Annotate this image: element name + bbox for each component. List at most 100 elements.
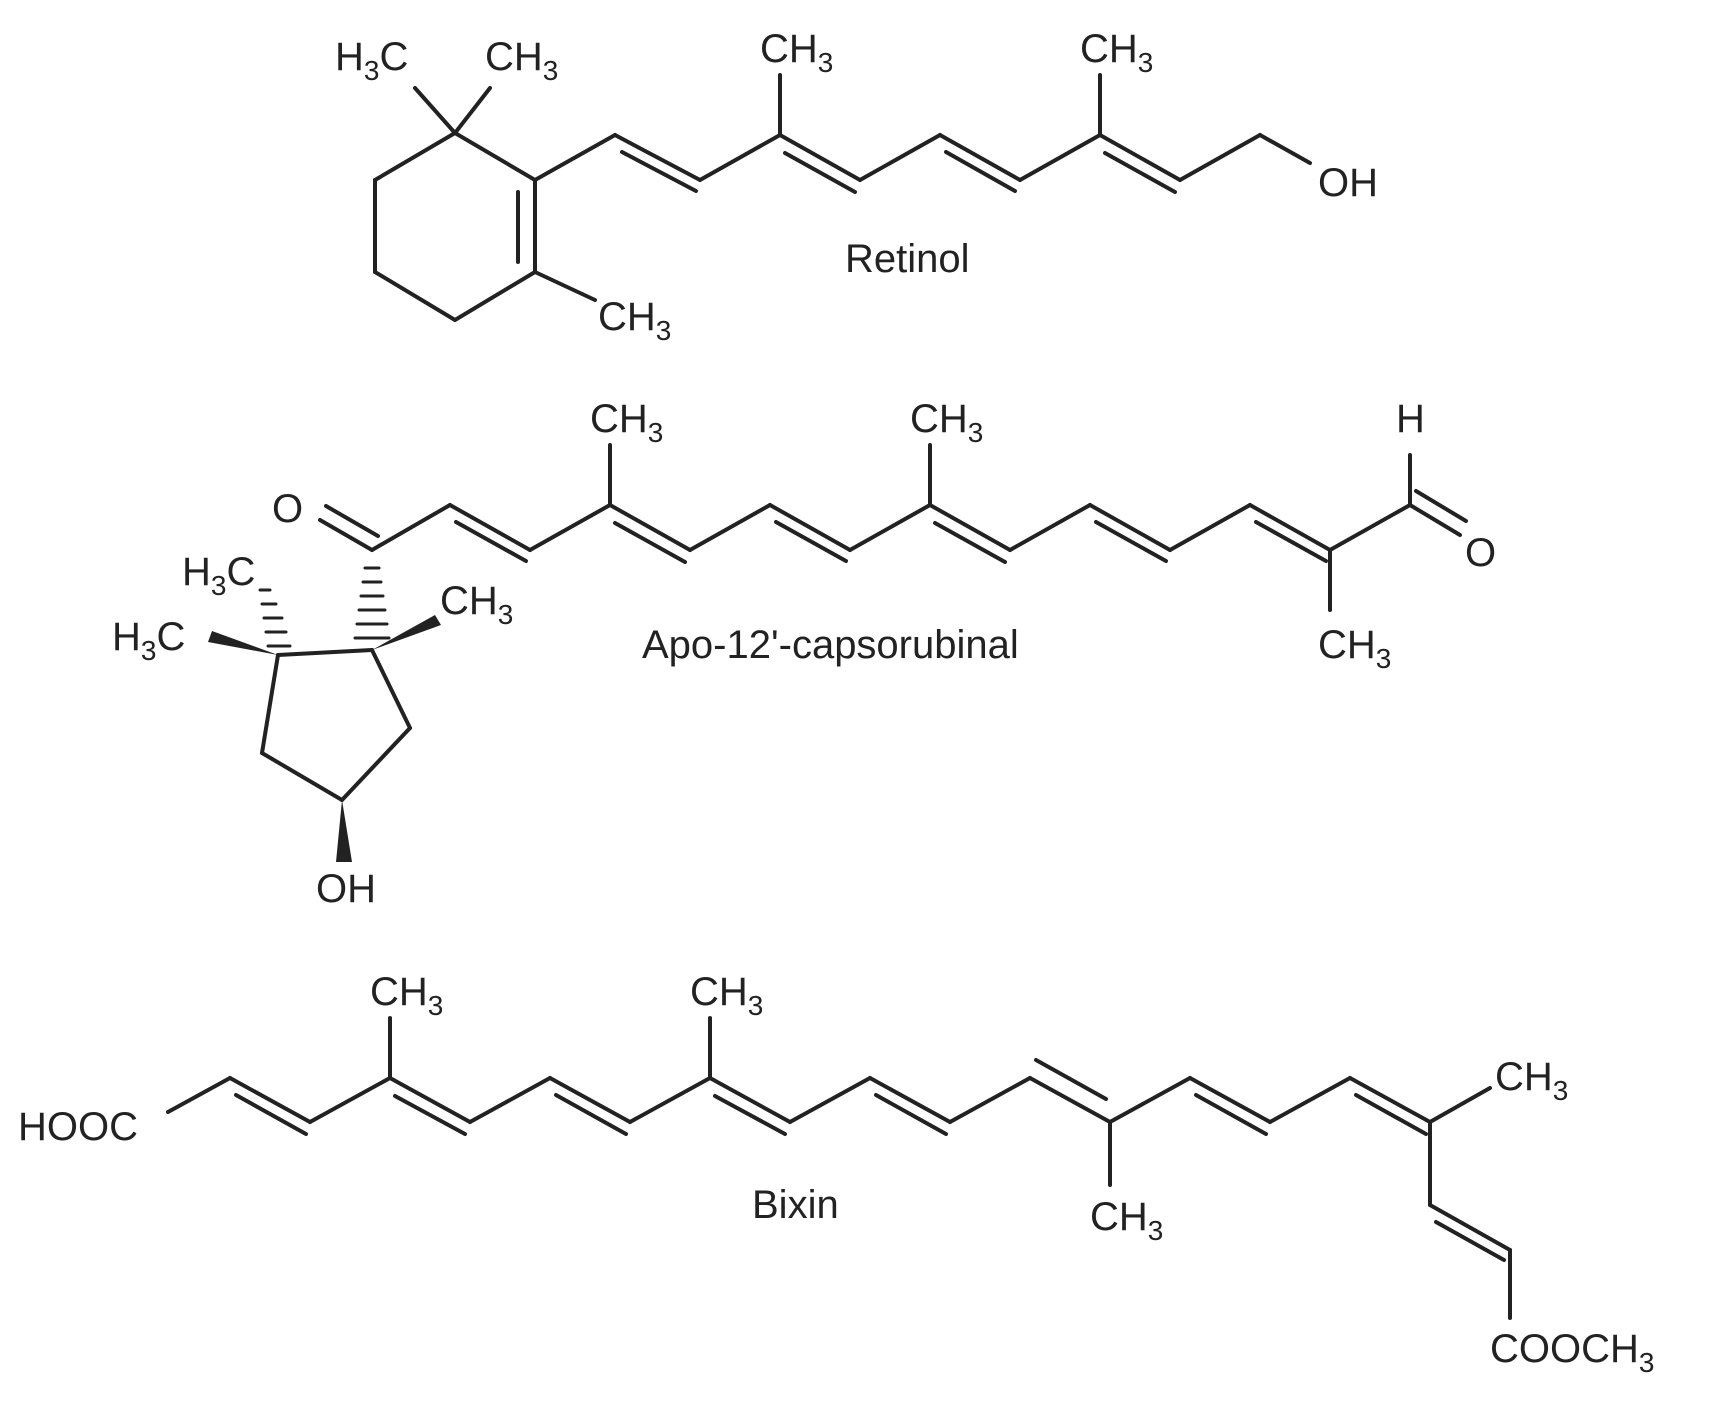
retinol-oh-label: OH [1318, 161, 1378, 205]
capsorubinal-h3c-upper-label: H3C [182, 550, 255, 601]
double-bond-inner [1194, 1093, 1268, 1136]
bond [1178, 133, 1262, 182]
bond [1088, 503, 1172, 552]
double-bond-inner [874, 1093, 948, 1136]
capsorubinal-o-aldehyde-label: O [1465, 531, 1496, 575]
hashed-bond [258, 588, 292, 648]
bixin-hooc-label: HOOC [18, 1105, 138, 1149]
bixin-ch3-c-label: CH3 [1090, 1195, 1163, 1246]
bond [698, 133, 782, 182]
bond [1348, 1076, 1432, 1124]
retinol-skeleton [373, 73, 1312, 322]
capsorubinal-h3c-lower-label: H3C [112, 615, 185, 666]
bond [533, 133, 617, 182]
bond [388, 1076, 472, 1124]
bond-layer [166, 73, 1512, 1320]
bond [370, 648, 412, 730]
bond [413, 86, 457, 135]
double-bond-inner [554, 1093, 628, 1136]
wedge-bond-oh [336, 800, 352, 862]
bond [533, 270, 597, 302]
bond [340, 726, 412, 802]
double-bond-inner [1434, 1220, 1506, 1262]
capsorubinal-ch3-b-label: CH3 [910, 397, 983, 448]
bond [688, 503, 772, 552]
bond [260, 653, 280, 755]
bond [373, 270, 457, 322]
capsorubinal-skeleton [258, 443, 1468, 802]
bond [276, 648, 374, 657]
double-bond-inner [454, 520, 528, 563]
double-bond-inner [393, 1094, 467, 1136]
double-bond-inner [613, 521, 687, 564]
bond [848, 503, 932, 552]
bond [1428, 1086, 1492, 1124]
double-bond-inner [1254, 520, 1328, 563]
double-bond-inner [1354, 1093, 1428, 1136]
bixin-skeleton [166, 1016, 1512, 1320]
bond [373, 131, 457, 182]
bond [778, 133, 862, 182]
bond [708, 1076, 792, 1124]
wedge-layer [208, 615, 441, 862]
molecule-name-retinol: Retinol [845, 237, 970, 281]
double-bond-inner [933, 521, 1007, 564]
double-bond-inner [944, 150, 1017, 193]
bond [1098, 133, 1182, 182]
bond [468, 1076, 552, 1124]
bond [260, 751, 344, 802]
bond [1188, 1076, 1272, 1124]
bond [448, 503, 532, 552]
bond [868, 1076, 952, 1124]
bond [318, 518, 374, 552]
bixin-ch3-b-label: CH3 [690, 970, 763, 1021]
bond [608, 503, 692, 552]
bond [453, 131, 537, 182]
bond [938, 133, 1022, 182]
bond [1428, 1203, 1512, 1252]
bond [453, 270, 537, 322]
double-bond-inner [1103, 151, 1177, 194]
bond [166, 1076, 232, 1114]
double-bond-inner [774, 520, 848, 563]
bond [948, 1076, 1032, 1124]
capsorubinal-h-aldehyde-label: H [1396, 397, 1425, 441]
double-bond-inner [620, 150, 698, 193]
retinol-ch3-a-label: CH3 [760, 27, 833, 78]
bond [1018, 133, 1102, 182]
capsorubinal-o-ketone-label: O [272, 487, 303, 531]
double-bond-inner [713, 1094, 787, 1136]
bond [228, 1076, 312, 1124]
capsorubinal-ch3-c-label: CH3 [1318, 623, 1391, 674]
double-bond [1414, 489, 1468, 523]
bond [528, 503, 612, 552]
bond [548, 1076, 632, 1124]
double-bond-inner [1094, 520, 1168, 563]
retinol-ch3-b-label: CH3 [1080, 27, 1153, 78]
molecule-name-bixin: Bixin [752, 1183, 839, 1227]
bond [308, 1076, 392, 1124]
bixin-ch3-a-label: CH3 [370, 970, 443, 1021]
bond [788, 1076, 872, 1124]
double-bond [324, 504, 380, 538]
atom-label-layer: H3C CH3 CH3 CH3 CH3 OH O H3C H3C CH3 OH … [18, 27, 1654, 1378]
capsorubinal-ch3-a-label: CH3 [590, 397, 663, 448]
retinol-h3c-label: H3C [335, 35, 408, 86]
bond [370, 503, 452, 552]
double-bond-inner [783, 151, 857, 194]
bond [1328, 503, 1412, 552]
bond [1008, 503, 1092, 552]
molecule-name-capsorubinal: Apo-12'-capsorubinal [642, 623, 1019, 667]
bond [1248, 503, 1332, 552]
bond [858, 133, 942, 182]
bond [1168, 503, 1252, 552]
bond [1408, 503, 1462, 537]
capsorubinal-ch3-wedge-label: CH3 [440, 579, 513, 630]
bond [628, 1076, 712, 1124]
double-bond-inner [1034, 1058, 1108, 1101]
retinol-ch3-ring-label: CH3 [598, 295, 671, 346]
wedge-bond-ch3 [372, 615, 441, 650]
bond [1108, 1076, 1192, 1124]
